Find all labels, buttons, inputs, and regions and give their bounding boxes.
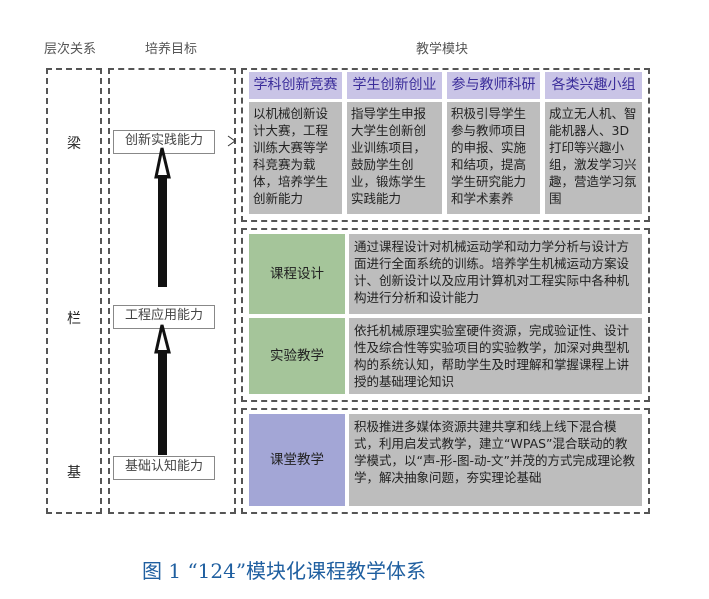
module-label-experiment: 实验教学 [249, 318, 345, 394]
goal-engineering: 工程应用能力 [113, 305, 215, 329]
module-body-classroom: 积极推进多媒体资源共建共享和线上线下混合模式，利用启发式教学，建立“WPAS”混… [349, 414, 642, 506]
level-middle: 栏 [67, 311, 81, 327]
module-body-experiment: 依托机械原理实验室硬件资源，完成验证性、设计性及综合性等实验项目的实验教学，加深… [349, 318, 642, 394]
module-title-research: 参与教师科研 [447, 72, 540, 99]
figure-caption: 图 1 “124”模块化课程教学体系 [142, 559, 427, 583]
goal-basic: 基础认知能力 [113, 456, 215, 480]
module-body-competition: 以机械创新设计大赛，工程训练大赛等学科竞赛为载体，培养学生创新能力 [249, 102, 342, 214]
up-arrow-upper [154, 147, 171, 287]
levels-column [46, 68, 102, 514]
header-goals: 培养目标 [145, 42, 198, 57]
level-top: 梁 [67, 136, 81, 152]
module-body-course-design: 通过课程设计对机械运动学和动力学分析与设计方面进行全面系统的训练。培养学生机械运… [349, 234, 642, 314]
middle-module-group [241, 228, 650, 402]
module-title-entrepreneurship: 学生创新创业 [347, 72, 442, 99]
module-body-research: 积极引导学生参与教师项目的申报、实施和结项，提高学生研究能力和学术素养 [447, 102, 540, 214]
level-bottom: 基 [67, 465, 81, 481]
goals-column [108, 68, 236, 514]
module-label-classroom: 课堂教学 [249, 414, 345, 506]
header-levels: 层次关系 [44, 42, 97, 57]
module-title-interest-groups: 各类兴趣小组 [545, 72, 642, 99]
bottom-module-group [241, 408, 650, 514]
chevron-right-icon [227, 135, 236, 147]
module-body-interest-groups: 成立无人机、智能机器人、3D打印等兴趣小组，激发学习兴趣，营造学习氛围 [545, 102, 642, 214]
module-label-course-design: 课程设计 [249, 234, 345, 314]
header-modules: 教学模块 [416, 42, 469, 57]
top-module-group [241, 68, 650, 222]
module-body-entrepreneurship: 指导学生申报大学生创新创业训练项目，鼓励学生创业，锻炼学生实践能力 [347, 102, 442, 214]
module-title-competition: 学科创新竞赛 [249, 72, 342, 99]
up-arrow-lower [154, 324, 171, 455]
